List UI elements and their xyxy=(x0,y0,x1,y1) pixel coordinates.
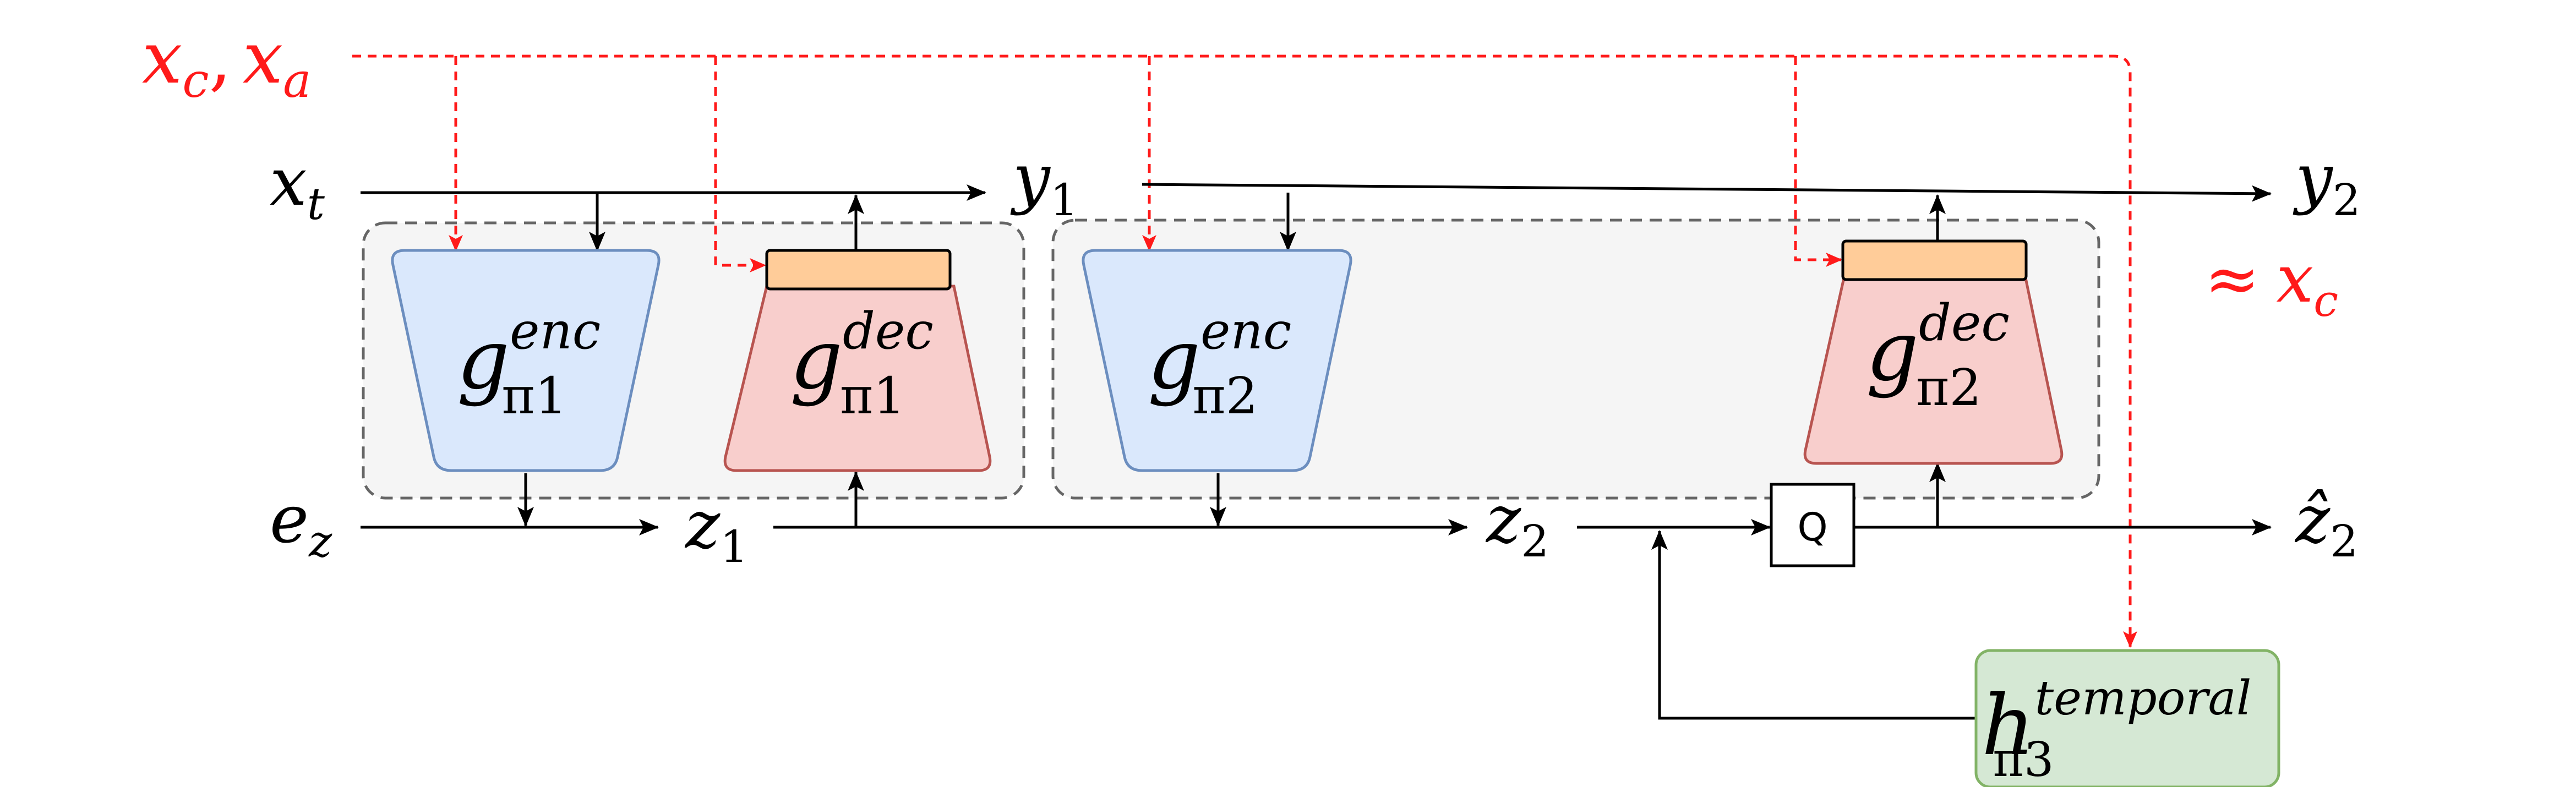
z2-hat-label: ẑ2 xyxy=(2294,482,2358,567)
decoder1-block[interactable] xyxy=(723,285,992,472)
flow-lines xyxy=(361,183,2272,720)
frame-input-label: xt xyxy=(270,144,325,229)
y1-label: y1 xyxy=(1010,140,1078,226)
decoder1-cond-bar xyxy=(765,249,952,291)
decoder2-block[interactable] xyxy=(1803,276,2064,465)
temporal-block[interactable] xyxy=(1974,649,2280,787)
latent-input-label: ez xyxy=(270,482,332,567)
quantizer-label: Q xyxy=(1797,505,1827,550)
conditions-label: xc,xa xyxy=(142,16,311,108)
decoder2-cond-bar xyxy=(1841,239,2028,281)
z1-label: z1 xyxy=(684,487,748,572)
z2-label: z2 xyxy=(1485,482,1549,567)
quantizer-block[interactable] xyxy=(1770,483,1855,567)
condition-lines xyxy=(352,54,2137,648)
encoder1-block[interactable] xyxy=(391,249,661,472)
y2-label: y2 xyxy=(2293,140,2361,226)
encoder2-block[interactable] xyxy=(1082,249,1352,472)
approx-condition-label: ≈xc xyxy=(2204,241,2338,326)
